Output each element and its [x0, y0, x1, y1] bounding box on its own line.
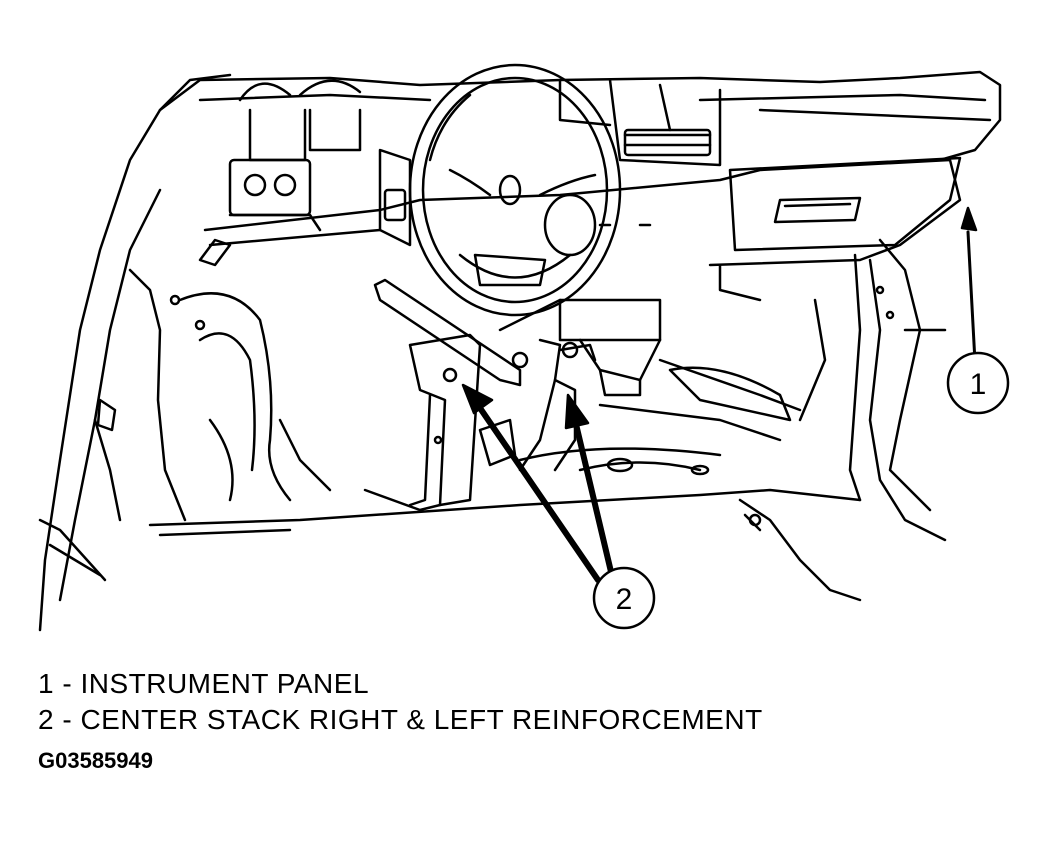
floor-pan: [148, 292, 862, 602]
callout-1: 1: [946, 206, 1010, 415]
instrument-panel-illustration: 1 2: [38, 63, 1010, 632]
steering-wheel: [408, 63, 622, 317]
callout-2-label: 2: [616, 583, 633, 616]
left-pillar: [38, 73, 232, 632]
legend-item-1: 1 - INSTRUMENT PANEL: [38, 668, 370, 699]
legend: 1 - INSTRUMENT PANEL 2 - CENTER STACK RI…: [38, 666, 763, 738]
callout-1-label: 1: [970, 368, 987, 401]
right-pillar: [598, 223, 947, 542]
figure-id: G03585949: [38, 748, 153, 773]
legend-item-2: 2 - CENTER STACK RIGHT & LEFT REINFORCEM…: [38, 704, 763, 735]
callout-2: 2: [461, 383, 656, 630]
